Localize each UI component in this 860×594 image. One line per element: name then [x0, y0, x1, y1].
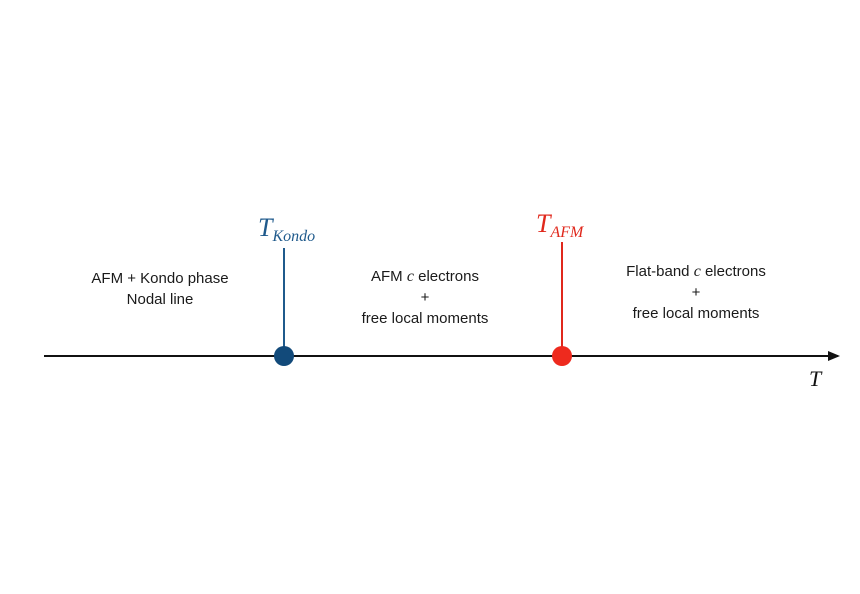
afm-subscript: AFM: [549, 224, 585, 241]
region-text-line: free local moments: [632, 305, 760, 322]
afm-marker-label: TAFM: [536, 209, 585, 241]
region-text-line: +: [420, 289, 430, 306]
kondo-symbol: T: [258, 213, 274, 242]
region-text-line: Flat-band c electrons: [626, 263, 766, 280]
kondo-marker-dot: [274, 346, 294, 366]
afm-marker-dot: [552, 346, 572, 366]
math-variable: c: [406, 268, 414, 285]
kondo-marker-label: TKondo: [258, 213, 315, 245]
afm-symbol: T: [536, 209, 552, 238]
region-text-line: AFM c electrons: [371, 268, 479, 285]
kondo-subscript: Kondo: [271, 228, 315, 245]
region-text-line: AFM + Kondo phase: [91, 270, 229, 287]
region-intermediate-temperature: AFM c electrons + free local moments: [330, 266, 520, 329]
region-text-line: free local moments: [361, 310, 489, 327]
math-variable: c: [693, 263, 701, 280]
region-high-temperature: Flat-band c electrons + free local moments: [596, 261, 796, 324]
axis-label: T: [809, 366, 823, 391]
region-text-line: Nodal line: [126, 291, 194, 308]
region-text-line: +: [691, 284, 701, 301]
